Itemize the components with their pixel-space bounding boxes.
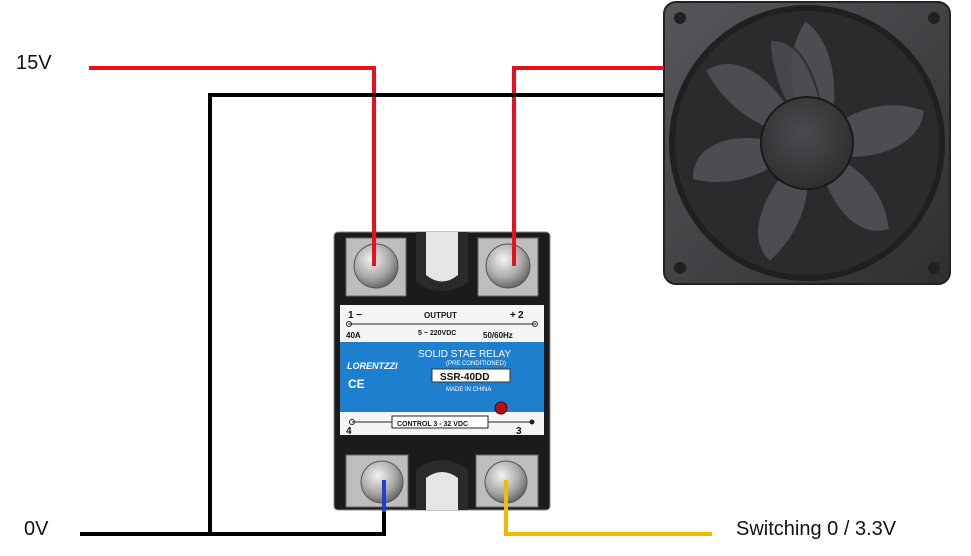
relay-output-range: 5 ~ 220VDC <box>418 330 456 337</box>
relay-frequency: 50/60Hz <box>483 331 513 340</box>
wires <box>80 66 712 536</box>
wire-ground-main <box>80 512 386 536</box>
wire-relay-to-fan <box>512 66 664 266</box>
cooling-fan-icon <box>663 1 951 285</box>
relay-terminal-3: 3 <box>516 426 522 437</box>
relay-output-label: OUTPUT <box>424 311 457 320</box>
relay-brand: LORENTZZI <box>347 361 398 371</box>
relay-terminal-4: 4 <box>346 426 352 437</box>
supply-positive-label: 15V <box>16 52 52 74</box>
relay-terminal-1-sign: − <box>356 310 362 321</box>
relay-terminal-2: 2 <box>518 310 524 321</box>
relay-control-label: CONTROL 3 - 32 VDC <box>397 421 468 428</box>
relay-cert: CE <box>348 377 365 391</box>
relay-title: SOLID STAE RELAY <box>418 349 511 360</box>
status-led-icon <box>494 401 508 415</box>
wire-switching-signal <box>504 480 712 536</box>
relay-current: 40A <box>346 331 361 340</box>
switching-signal-label: Switching 0 / 3.3V <box>736 518 897 540</box>
relay-model: SSR-40DD <box>440 372 489 383</box>
relay-terminal-1: 1 <box>348 310 354 321</box>
relay-origin: MADE IN CHINA <box>446 387 491 393</box>
terminal-screw-icon[interactable] <box>485 243 531 289</box>
solid-state-relay <box>333 231 551 511</box>
relay-terminal-2-sign: + <box>510 310 516 321</box>
wire-ground-to-fan <box>208 93 664 534</box>
relay-subtitle: (PRE CONDITIONED) <box>446 361 506 367</box>
wire-15v-to-relay <box>89 66 376 266</box>
supply-ground-label: 0V <box>24 518 49 540</box>
